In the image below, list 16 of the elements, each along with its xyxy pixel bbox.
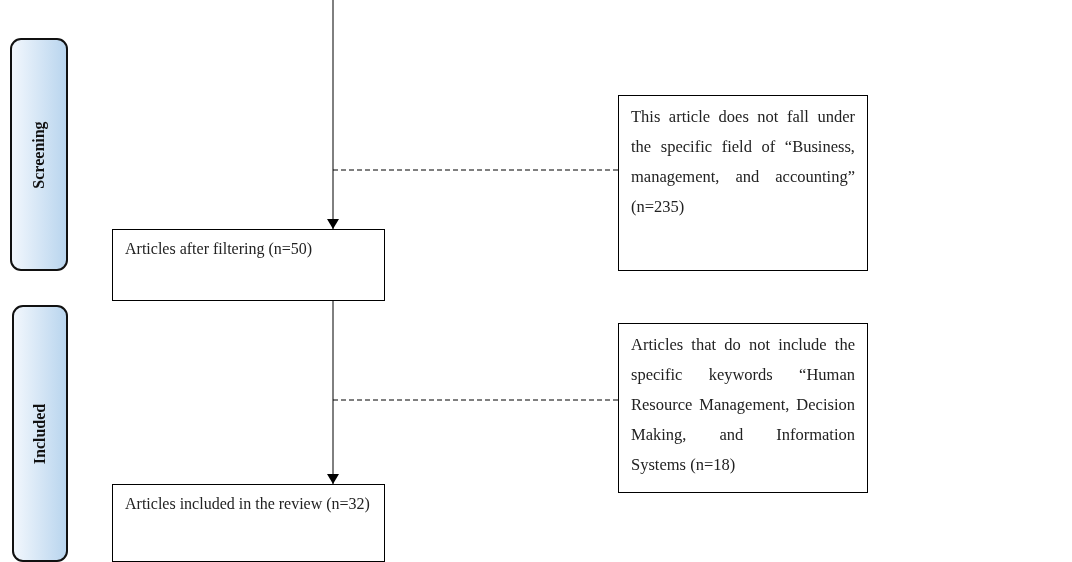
stage-label: Included — [31, 403, 49, 464]
arrow — [327, 300, 339, 485]
dashed-connector — [332, 399, 619, 401]
exclusion-text: This article does not fall under the specific field of “Business, management, and accounting” (n=235) — [631, 106, 855, 218]
stage-label: Screening — [30, 120, 48, 189]
process-box — [112, 229, 385, 301]
arrow — [327, 0, 339, 230]
exclusion-box — [618, 95, 868, 271]
process-box — [112, 484, 385, 562]
exclusion-text: Articles that do not include the specific keywords “Human Resource Management, Decision Making, and Information Systems (n=18) — [631, 334, 855, 476]
stage-band — [10, 38, 68, 271]
process-text: Articles included in the review (n=32) — [125, 495, 371, 513]
process-text: Articles after filtering (n=50) — [125, 240, 314, 258]
exclusion-box — [618, 323, 868, 493]
dashed-connector — [332, 169, 619, 171]
stage-band — [12, 305, 68, 562]
